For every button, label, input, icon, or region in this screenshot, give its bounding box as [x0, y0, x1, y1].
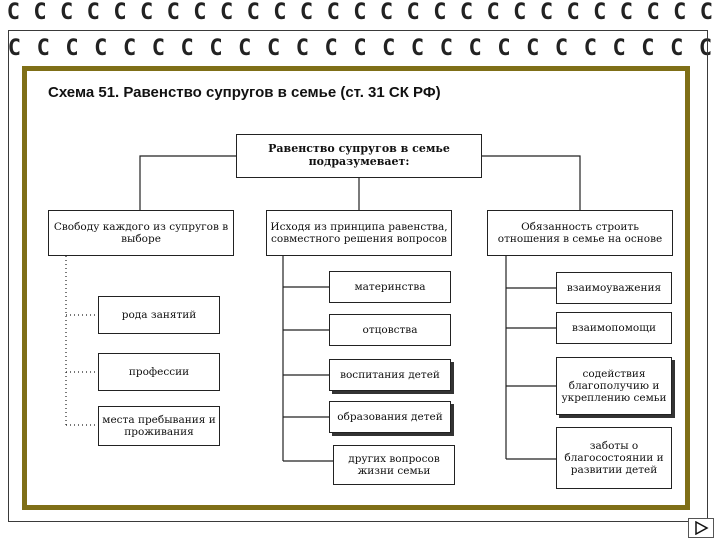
binder-ring-icon: C: [554, 36, 569, 61]
binder-ring-icon: C: [539, 0, 554, 25]
slide-gold-border: [22, 66, 690, 510]
binder-ring-icon: C: [326, 0, 340, 25]
binder-ring-icon: C: [513, 0, 527, 25]
binder-ring-icon: C: [619, 0, 634, 25]
root-box: Равенство супругов в семье подразумевает…: [236, 134, 482, 178]
binder-ring-icon: C: [295, 36, 309, 61]
binder-ring-icon: C: [698, 36, 713, 61]
binder-ring-icon: C: [382, 36, 396, 61]
item-fatherhood-box: отцовства: [329, 314, 451, 346]
binder-ring-icon: C: [324, 36, 338, 61]
item-respect-box: взаимоуважения: [556, 272, 672, 304]
item-upbringing-box: воспитания детей: [329, 359, 451, 391]
next-slide-button[interactable]: [688, 518, 714, 538]
item-family-welfare-box: содействия благополучию и укреплению сем…: [556, 357, 672, 415]
binder-ring-icon: C: [406, 0, 420, 25]
item-mutual-help-box: взаимопомощи: [556, 312, 672, 344]
binder-ring-icon: C: [122, 36, 137, 61]
binder-ring-icon: C: [65, 36, 79, 61]
binder-ring-icon: C: [410, 36, 425, 61]
binder-ring-icon: C: [139, 0, 154, 25]
item-motherhood-box: материнства: [329, 271, 451, 303]
branch-obligation-box: Обязанность строить отношения в семье на…: [487, 210, 673, 256]
binder-ring-icon: C: [497, 36, 511, 61]
slide-outer-frame: [8, 30, 708, 522]
binder-ring-icon: C: [646, 0, 660, 25]
diagram-title: Схема 51. Равенство супругов в семье (ст…: [48, 84, 441, 101]
binder-ring-icon: C: [486, 0, 500, 25]
item-profession-box: профессии: [98, 353, 220, 391]
binder-ring-icon: C: [566, 0, 580, 25]
binder-ring-icon: C: [439, 36, 453, 61]
binder-ring-icon: C: [94, 36, 108, 61]
binder-ring-icon: C: [468, 36, 482, 61]
binder-ring-icon: C: [193, 0, 207, 25]
branch-freedom-box: Свободу каждого из супругов в выборе: [48, 210, 234, 256]
item-occupation-box: рода занятий: [98, 296, 220, 334]
binder-ring-icon: C: [113, 0, 127, 25]
binder-ring-icon: C: [526, 36, 540, 61]
binder-ring-icon: C: [238, 36, 252, 61]
binder-ring-icon: C: [670, 36, 684, 61]
item-education-box: образования детей: [329, 401, 451, 433]
binder-ring-icon: C: [379, 0, 394, 25]
binder-ring-icon: C: [151, 36, 165, 61]
binder-ring-icon: C: [673, 0, 687, 25]
binder-ring-icon: C: [612, 36, 626, 61]
binder-ring-icon: C: [459, 0, 474, 25]
binder-ring-icon: C: [583, 36, 597, 61]
binder-ring-icon: C: [299, 0, 314, 25]
binder-ring-icon: C: [166, 0, 180, 25]
binder-ring-icon: C: [209, 36, 223, 61]
binder-ring-icon: C: [353, 36, 367, 61]
binder-ring-icon: C: [266, 36, 281, 61]
binder-ring-icon: C: [33, 0, 47, 25]
binder-ring-icon: C: [699, 0, 714, 25]
item-residence-box: места пребывания и проживания: [98, 406, 220, 446]
item-child-care-box: заботы о благосостоянии и развитии детей: [556, 427, 672, 489]
binder-ring-icon: C: [641, 36, 655, 61]
play-next-icon: [695, 521, 709, 535]
branch-equality-box: Исходя из принципа равенства, совместног…: [266, 210, 452, 256]
binder-ring-icon: C: [433, 0, 447, 25]
item-other-questions-box: других вопросов жизни семьи: [333, 445, 455, 485]
binder-ring-icon: C: [6, 0, 20, 25]
binder-ring-icon: C: [593, 0, 607, 25]
binder-ring-icon: C: [86, 0, 100, 25]
binder-ring-icon: C: [246, 0, 260, 25]
binder-ring-icon: C: [273, 0, 287, 25]
binder-ring-icon: C: [36, 36, 50, 61]
binder-ring-icon: C: [219, 0, 234, 25]
binder-ring-icon: C: [7, 36, 22, 61]
binder-ring-icon: C: [60, 0, 74, 25]
binder-ring-icon: C: [180, 36, 194, 61]
binder-ring-icon: C: [353, 0, 367, 25]
